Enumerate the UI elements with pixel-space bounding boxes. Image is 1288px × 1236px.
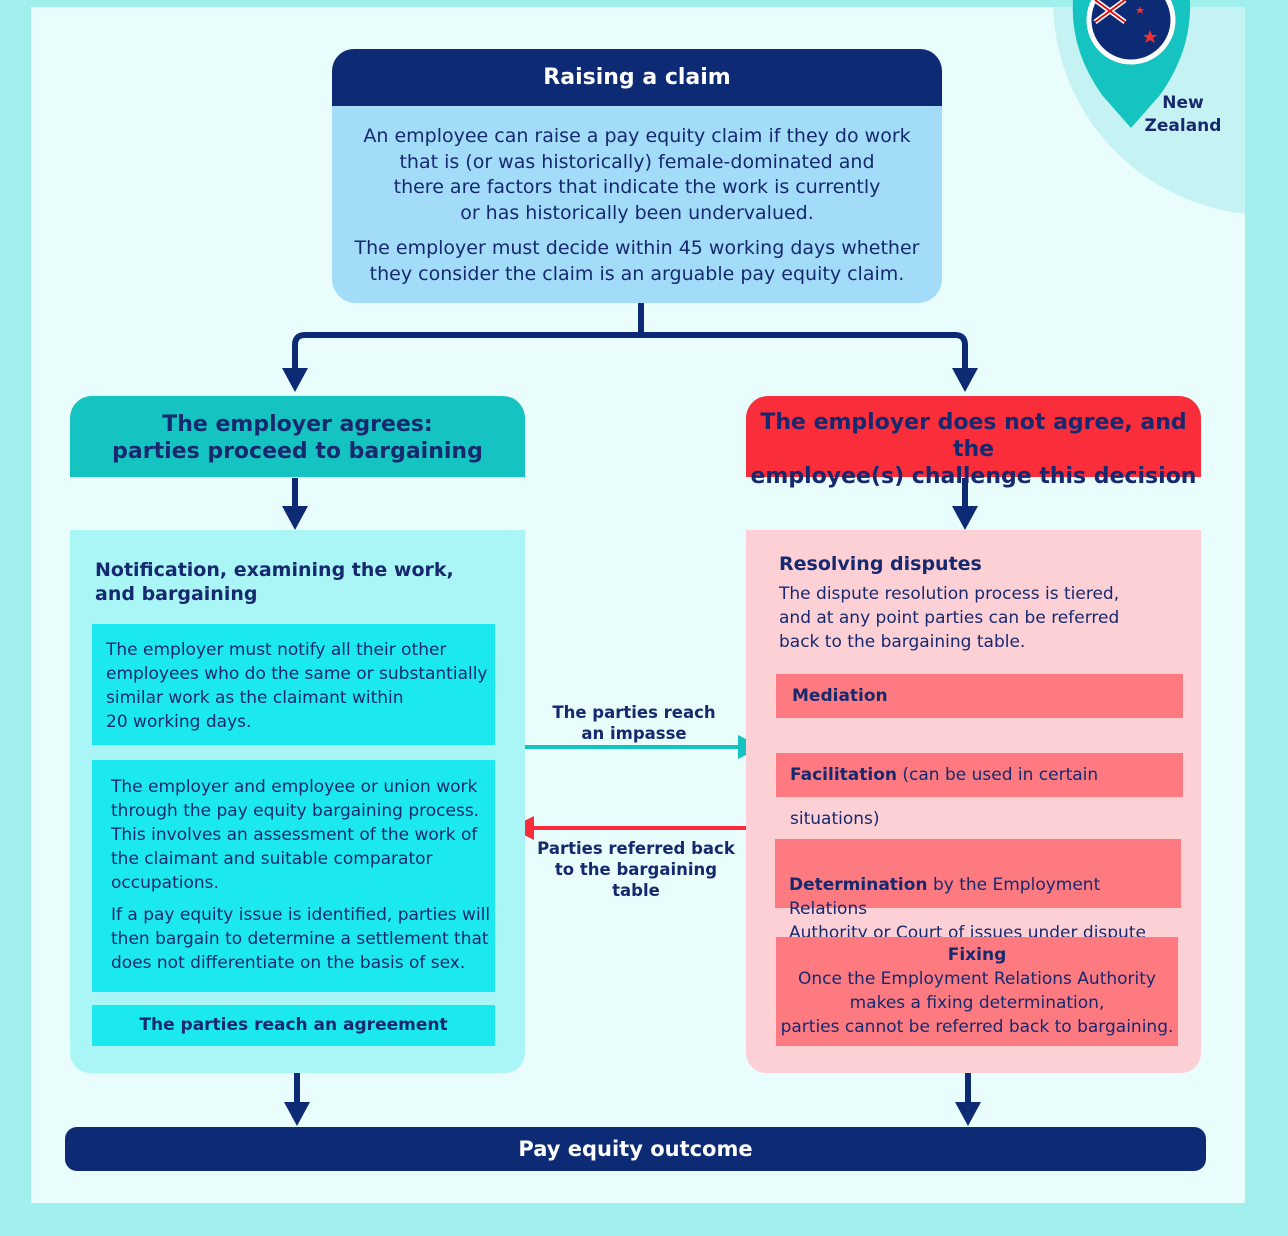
pay-equity-outcome: Pay equity outcome	[65, 1127, 1206, 1171]
claim-paragraph-2: The employer must decide within 45 worki…	[354, 237, 920, 285]
arrow-to-agree	[282, 368, 308, 392]
referred-back-label: Parties referred back to the bargaining …	[537, 839, 735, 900]
employer-disagrees-header: The employer does not agree, and the emp…	[746, 396, 1201, 489]
determination-label: Determination	[789, 875, 928, 895]
facilitation-note: (can be used in certain situations)	[790, 765, 1099, 829]
arrow-right-outcome	[955, 1102, 981, 1126]
bargaining-text-2: If a pay equity issue is identified, par…	[111, 905, 491, 973]
bargaining-section-title: Notification, examining the work, and ba…	[95, 559, 454, 605]
split-connector	[292, 303, 968, 370]
notification-text: The employer must notify all their other…	[106, 640, 488, 732]
badge-label: New Zealand	[1144, 93, 1222, 136]
facilitation-label: Facilitation	[790, 765, 897, 785]
arrow-to-disagree	[952, 368, 978, 392]
notification-box: The employer must notify all their other…	[92, 624, 495, 745]
determination-box: Determination by the Employment Relation…	[775, 839, 1181, 943]
fixing-title: Fixing	[947, 945, 1007, 965]
fixing-box: Fixing Once the Employment Relations Aut…	[776, 937, 1178, 1046]
impasse-label: The parties reach an impasse	[552, 703, 716, 743]
claim-title: Raising a claim	[332, 49, 942, 106]
facilitation-box: Facilitation (can be used in certain sit…	[776, 753, 1183, 829]
arrow-to-disputes	[952, 506, 978, 530]
bargaining-text-1: The employer and employee or union work …	[111, 777, 480, 893]
mediation-box: Mediation	[776, 674, 1183, 718]
disputes-section-title: Resolving disputes	[779, 553, 982, 575]
arrow-left-outcome	[284, 1102, 310, 1126]
bargaining-process-box: The employer and employee or union work …	[92, 760, 495, 992]
agreement-box: The parties reach an agreement	[92, 1005, 495, 1046]
employer-agrees-header: The employer agrees: parties proceed to …	[70, 396, 525, 477]
arrow-to-notification	[282, 506, 308, 530]
claim-description: An employee can raise a pay equity claim…	[332, 106, 942, 303]
disputes-intro: The dispute resolution process is tiered…	[779, 584, 1120, 652]
claim-paragraph-1: An employee can raise a pay equity claim…	[363, 125, 911, 224]
fixing-text: Once the Employment Relations Authority …	[780, 969, 1174, 1037]
